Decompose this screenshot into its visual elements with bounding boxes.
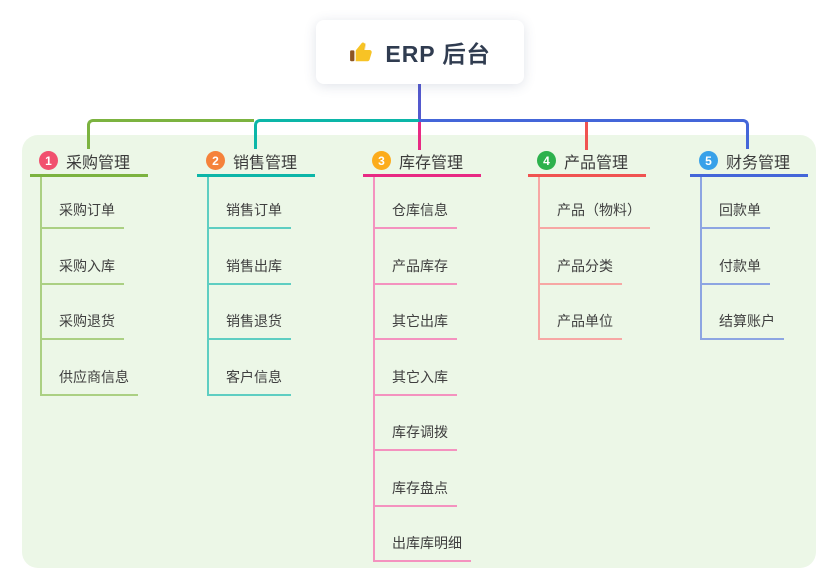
thumbs-up-icon — [350, 42, 373, 62]
connector-sales — [254, 119, 419, 149]
branch-title-purchase[interactable]: 1 采购管理 — [30, 147, 148, 177]
child-node[interactable]: 仓库信息 — [375, 200, 457, 229]
badge-2: 2 — [206, 151, 225, 170]
child-node[interactable]: 供应商信息 — [42, 367, 138, 396]
branch-title-product[interactable]: 4 产品管理 — [528, 147, 646, 177]
child-node[interactable]: 其它入库 — [375, 367, 457, 396]
child-node[interactable]: 销售出库 — [209, 256, 291, 285]
connector-drop-inventory — [418, 121, 421, 150]
connector-drop-product — [585, 122, 588, 150]
child-node[interactable]: 出库库明细 — [375, 533, 471, 562]
child-node[interactable]: 采购入库 — [42, 256, 124, 285]
branch-title-inventory[interactable]: 3 库存管理 — [363, 147, 481, 177]
child-node[interactable]: 产品库存 — [375, 256, 457, 285]
connector-finance — [419, 119, 749, 149]
root-node-erp[interactable]: ERP 后台 — [316, 20, 524, 84]
child-node[interactable]: 其它出库 — [375, 311, 457, 340]
child-node[interactable]: 采购退货 — [42, 311, 124, 340]
branch-inventory: 3 库存管理 仓库信息 产品库存 其它出库 其它入库 库存调拨 库存盘点 出库库… — [363, 147, 481, 562]
badge-3: 3 — [372, 151, 391, 170]
badge-1: 1 — [39, 151, 58, 170]
branch-label: 采购管理 — [66, 154, 131, 172]
branch-label: 财务管理 — [726, 154, 791, 172]
child-node[interactable]: 销售退货 — [209, 311, 291, 340]
child-node[interactable]: 产品（物料） — [540, 200, 650, 229]
child-node[interactable]: 采购订单 — [42, 200, 124, 229]
branch-purchase: 1 采购管理 采购订单 采购入库 采购退货 供应商信息 — [30, 147, 148, 396]
child-node[interactable]: 库存盘点 — [375, 478, 457, 507]
branch-label: 销售管理 — [233, 154, 298, 172]
child-node[interactable]: 客户信息 — [209, 367, 291, 396]
child-node[interactable]: 结算账户 — [702, 311, 784, 340]
child-node[interactable]: 回款单 — [702, 200, 770, 229]
badge-4: 4 — [537, 151, 556, 170]
trunk-connector — [418, 84, 421, 122]
branch-children: 采购订单 采购入库 采购退货 供应商信息 — [40, 177, 148, 396]
branch-children: 回款单 付款单 结算账户 — [700, 177, 808, 340]
child-node[interactable]: 库存调拨 — [375, 422, 457, 451]
branch-children: 产品（物料） 产品分类 产品单位 — [538, 177, 650, 340]
branch-finance: 5 财务管理 回款单 付款单 结算账户 — [690, 147, 808, 340]
branch-children: 销售订单 销售出库 销售退货 客户信息 — [207, 177, 315, 396]
branch-sales: 2 销售管理 销售订单 销售出库 销售退货 客户信息 — [197, 147, 315, 396]
branch-children: 仓库信息 产品库存 其它出库 其它入库 库存调拨 库存盘点 出库库明细 — [373, 177, 481, 562]
connector-purchase — [87, 119, 254, 149]
branch-title-sales[interactable]: 2 销售管理 — [197, 147, 315, 177]
branch-label: 库存管理 — [399, 154, 464, 172]
branch-product: 4 产品管理 产品（物料） 产品分类 产品单位 — [528, 147, 650, 340]
branch-title-finance[interactable]: 5 财务管理 — [690, 147, 808, 177]
badge-5: 5 — [699, 151, 718, 170]
branch-label: 产品管理 — [564, 154, 629, 172]
child-node[interactable]: 产品分类 — [540, 256, 622, 285]
child-node[interactable]: 产品单位 — [540, 311, 622, 340]
root-node-label: ERP 后台 — [385, 41, 491, 67]
child-node[interactable]: 销售订单 — [209, 200, 291, 229]
child-node[interactable]: 付款单 — [702, 256, 770, 285]
branches-background-panel — [22, 135, 816, 568]
